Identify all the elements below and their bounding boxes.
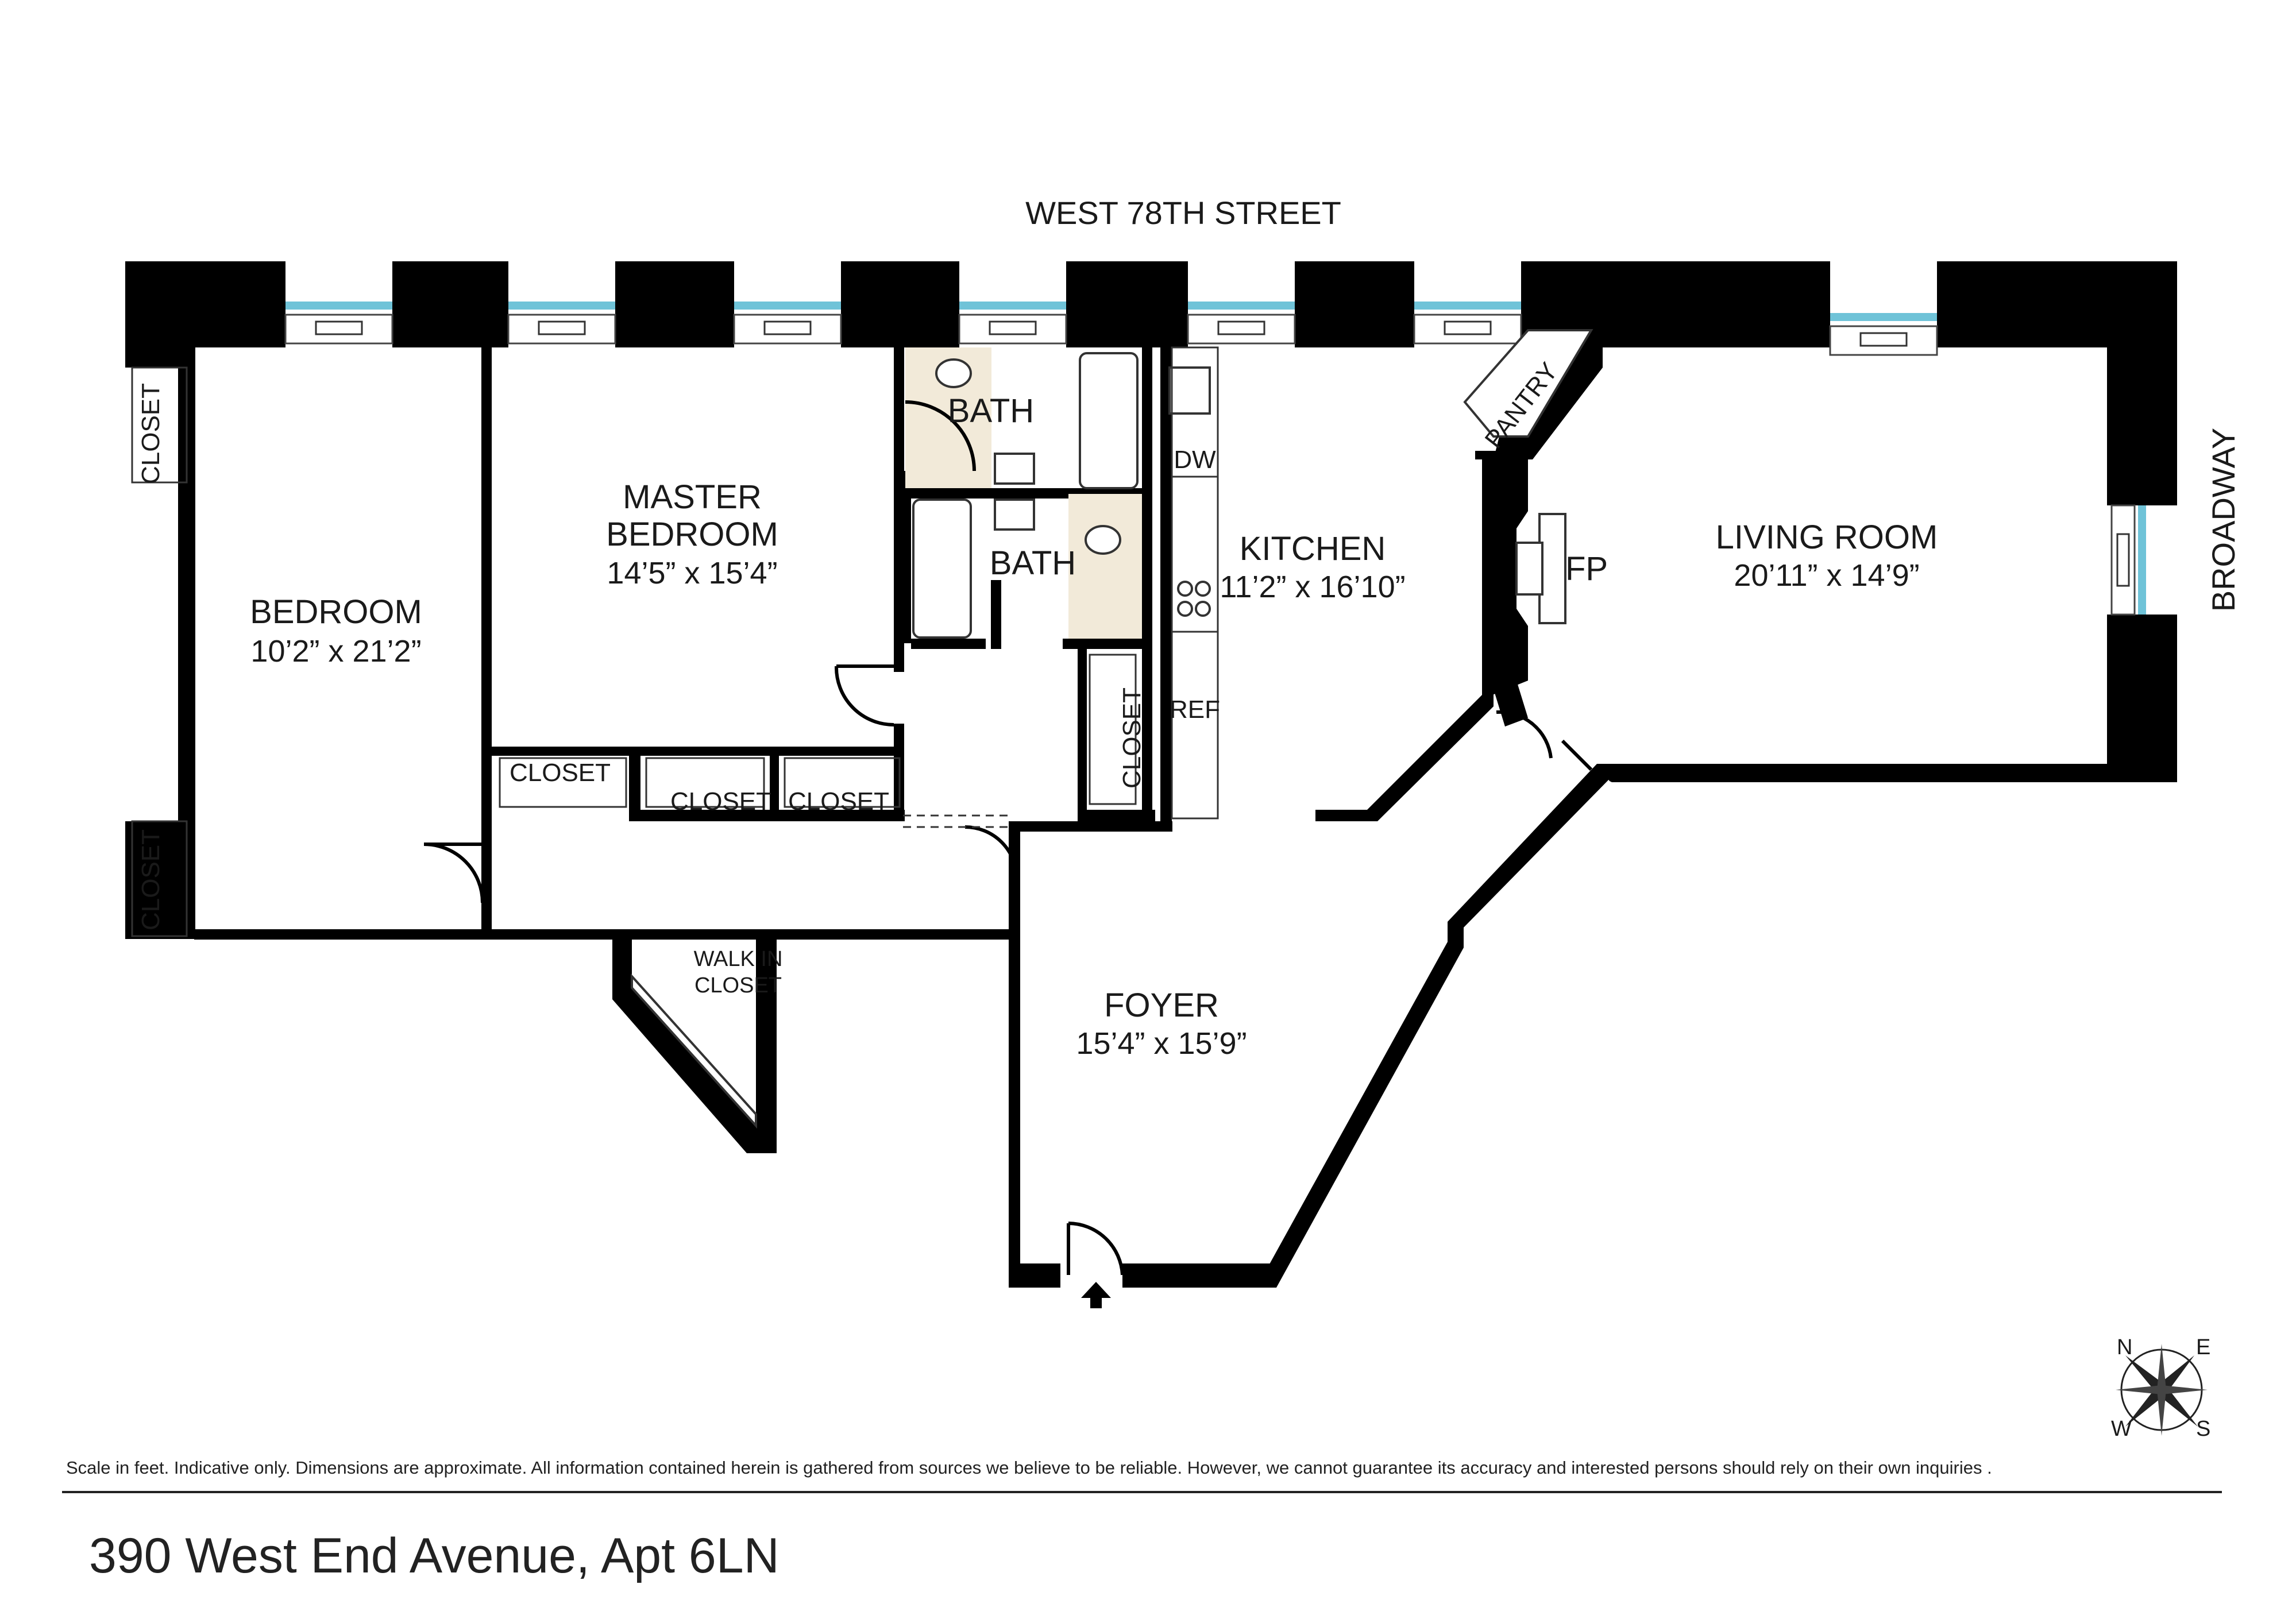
master-bedroom-dims: 14’5” x 15’4” (607, 556, 777, 590)
walk-in-closet-label-2: CLOSET (694, 973, 782, 998)
bath-fixtures (935, 358, 1211, 617)
interior-walls (194, 345, 1172, 940)
kitchen-label: KITCHEN (1240, 530, 1386, 567)
doors (423, 400, 1593, 1276)
window-right (2107, 504, 2177, 616)
refrigerator-label: REF (1170, 695, 1220, 724)
compass-n-label: N (2117, 1335, 2132, 1359)
compass-w-label: W (2111, 1417, 2132, 1441)
windows-top (284, 261, 1938, 359)
closet-hall-1-label: CLOSET (670, 787, 771, 816)
street-label-top: WEST 78TH STREET (1025, 195, 1341, 231)
compass-e-label: E (2196, 1335, 2210, 1359)
living-room-label: LIVING ROOM (1716, 519, 1938, 556)
closet-master-label: CLOSET (510, 759, 611, 787)
foyer-label: FOYER (1104, 987, 1219, 1024)
bedroom-dims: 10’2” x 21’2” (250, 634, 421, 668)
master-bedroom-label-2: BEDROOM (606, 516, 778, 553)
compass-s-label: S (2196, 1417, 2210, 1441)
closet-hall-2-label: CLOSET (788, 787, 889, 816)
bedroom-label: BEDROOM (250, 593, 422, 631)
master-bedroom-label-1: MASTER (623, 478, 762, 516)
closet-left-bottom-label: CLOSET (137, 829, 165, 930)
bathtubs (912, 352, 1139, 639)
footer-divider (62, 1491, 2222, 1493)
kitchen-dims: 11’2” x 16’10” (1220, 570, 1405, 604)
foyer-walls (1009, 821, 1276, 1288)
fireplace (1515, 513, 1566, 624)
closet-left-top-label: CLOSET (137, 383, 165, 484)
disclaimer-text: Scale in feet. Indicative only. Dimensio… (66, 1458, 1992, 1478)
closet-kitchen-label: CLOSET (1118, 687, 1146, 789)
walk-in-closet-label-1: WALK IN (694, 947, 783, 971)
pantry (1463, 329, 1593, 438)
fireplace-label: FP (1565, 550, 1608, 588)
living-room-dims: 20’11” x 14’9” (1734, 558, 1919, 593)
property-address: 390 West End Avenue, Apt 6LN (89, 1528, 780, 1583)
dishwasher-label: DW (1174, 446, 1216, 474)
bath-2-label: BATH (990, 544, 1076, 582)
street-label-right: BROADWAY (2205, 428, 2241, 612)
bath-1-label: BATH (948, 392, 1034, 430)
compass-icon: N E S W (2111, 1335, 2210, 1441)
closet-shelves (131, 366, 1137, 937)
walk-in-closet (612, 940, 777, 1153)
entry-arrow-icon (1081, 1282, 1111, 1308)
kitchen-counters (1171, 346, 1219, 820)
foyer-dims: 15’4” x 15’9” (1076, 1026, 1247, 1061)
living-walls (1260, 322, 2177, 1288)
